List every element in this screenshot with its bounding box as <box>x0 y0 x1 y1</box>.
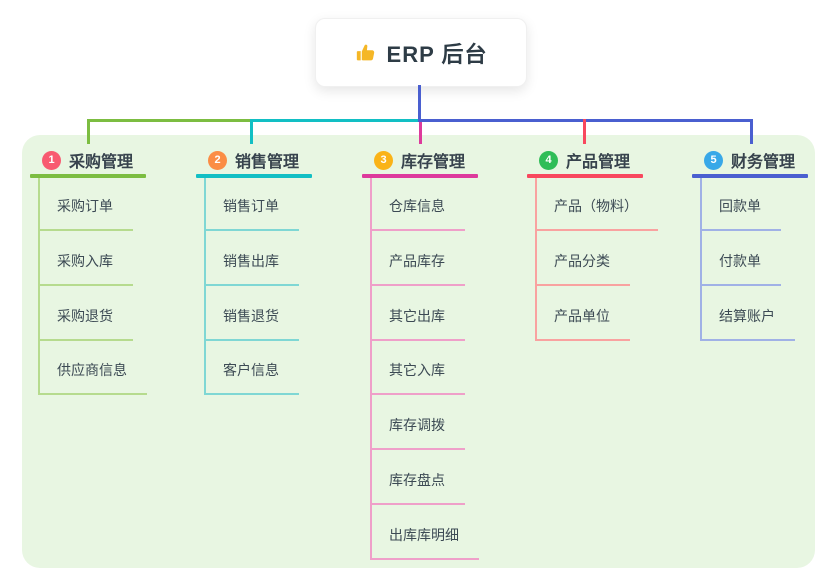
branch-1-header[interactable]: 1 采购管理 <box>42 146 133 174</box>
child-item[interactable]: 产品（物料） <box>536 193 658 231</box>
child-item[interactable]: 供应商信息 <box>39 357 147 396</box>
branch-label: 库存管理 <box>401 154 466 171</box>
branch-2-header[interactable]: 2 销售管理 <box>208 146 299 174</box>
child-item[interactable]: 销售订单 <box>205 193 299 231</box>
child-item[interactable]: 出库库明细 <box>371 522 479 560</box>
root-stem-line <box>418 85 421 122</box>
branch-badge: 3 <box>374 150 393 170</box>
child-item[interactable]: 回款单 <box>701 193 781 231</box>
child-item[interactable]: 采购入库 <box>39 248 133 286</box>
bus-segment-green <box>87 119 252 122</box>
branch-stub-line <box>419 122 422 144</box>
branch-label: 产品管理 <box>566 154 631 171</box>
branch-underline <box>692 174 808 178</box>
children-vertical-line <box>204 178 206 396</box>
children-vertical-line <box>535 178 537 341</box>
child-item[interactable]: 采购订单 <box>39 193 133 231</box>
child-item[interactable]: 销售出库 <box>205 248 299 286</box>
branch-badge: 4 <box>539 150 558 170</box>
branch-underline <box>362 174 478 178</box>
branch-label: 销售管理 <box>235 154 300 171</box>
children-vertical-line <box>38 178 40 396</box>
child-item[interactable]: 采购退货 <box>39 303 133 341</box>
branch-5-header[interactable]: 5 财务管理 <box>704 146 795 174</box>
branch-badge: 2 <box>208 150 227 170</box>
branches-panel-background <box>22 135 815 568</box>
child-item[interactable]: 客户信息 <box>205 357 299 396</box>
thumbs-up-icon <box>356 44 374 60</box>
child-item[interactable]: 产品单位 <box>536 303 630 341</box>
branch-label: 财务管理 <box>731 154 796 171</box>
child-item[interactable]: 产品库存 <box>371 248 465 286</box>
bus-segment-teal <box>250 119 420 122</box>
children-vertical-line <box>370 178 372 560</box>
branch-stub-line <box>583 119 586 144</box>
child-item[interactable]: 销售退货 <box>205 303 299 341</box>
branch-label: 采购管理 <box>69 154 134 171</box>
branch-stub-line <box>750 119 753 144</box>
branch-underline <box>527 174 643 178</box>
child-item[interactable]: 其它入库 <box>371 357 465 396</box>
branch-4-header[interactable]: 4 产品管理 <box>539 146 630 174</box>
child-item[interactable]: 库存盘点 <box>371 467 465 505</box>
child-item[interactable]: 仓库信息 <box>371 193 465 231</box>
branch-stub-line <box>250 119 253 144</box>
branch-badge: 5 <box>704 150 723 170</box>
root-label: ERP 后台 <box>386 41 488 67</box>
root-node[interactable]: ERP 后台 <box>315 18 527 87</box>
child-item[interactable]: 付款单 <box>701 248 781 286</box>
children-vertical-line <box>700 178 702 341</box>
branch-badge: 1 <box>42 150 61 170</box>
child-item[interactable]: 产品分类 <box>536 248 630 286</box>
branch-3-header[interactable]: 3 库存管理 <box>374 146 465 174</box>
child-item[interactable]: 结算账户 <box>701 303 795 341</box>
branch-underline <box>196 174 312 178</box>
branch-stub-line <box>87 119 90 144</box>
child-item[interactable]: 库存调拨 <box>371 412 465 451</box>
child-item[interactable]: 其它出库 <box>371 303 465 341</box>
branch-underline <box>30 174 146 178</box>
